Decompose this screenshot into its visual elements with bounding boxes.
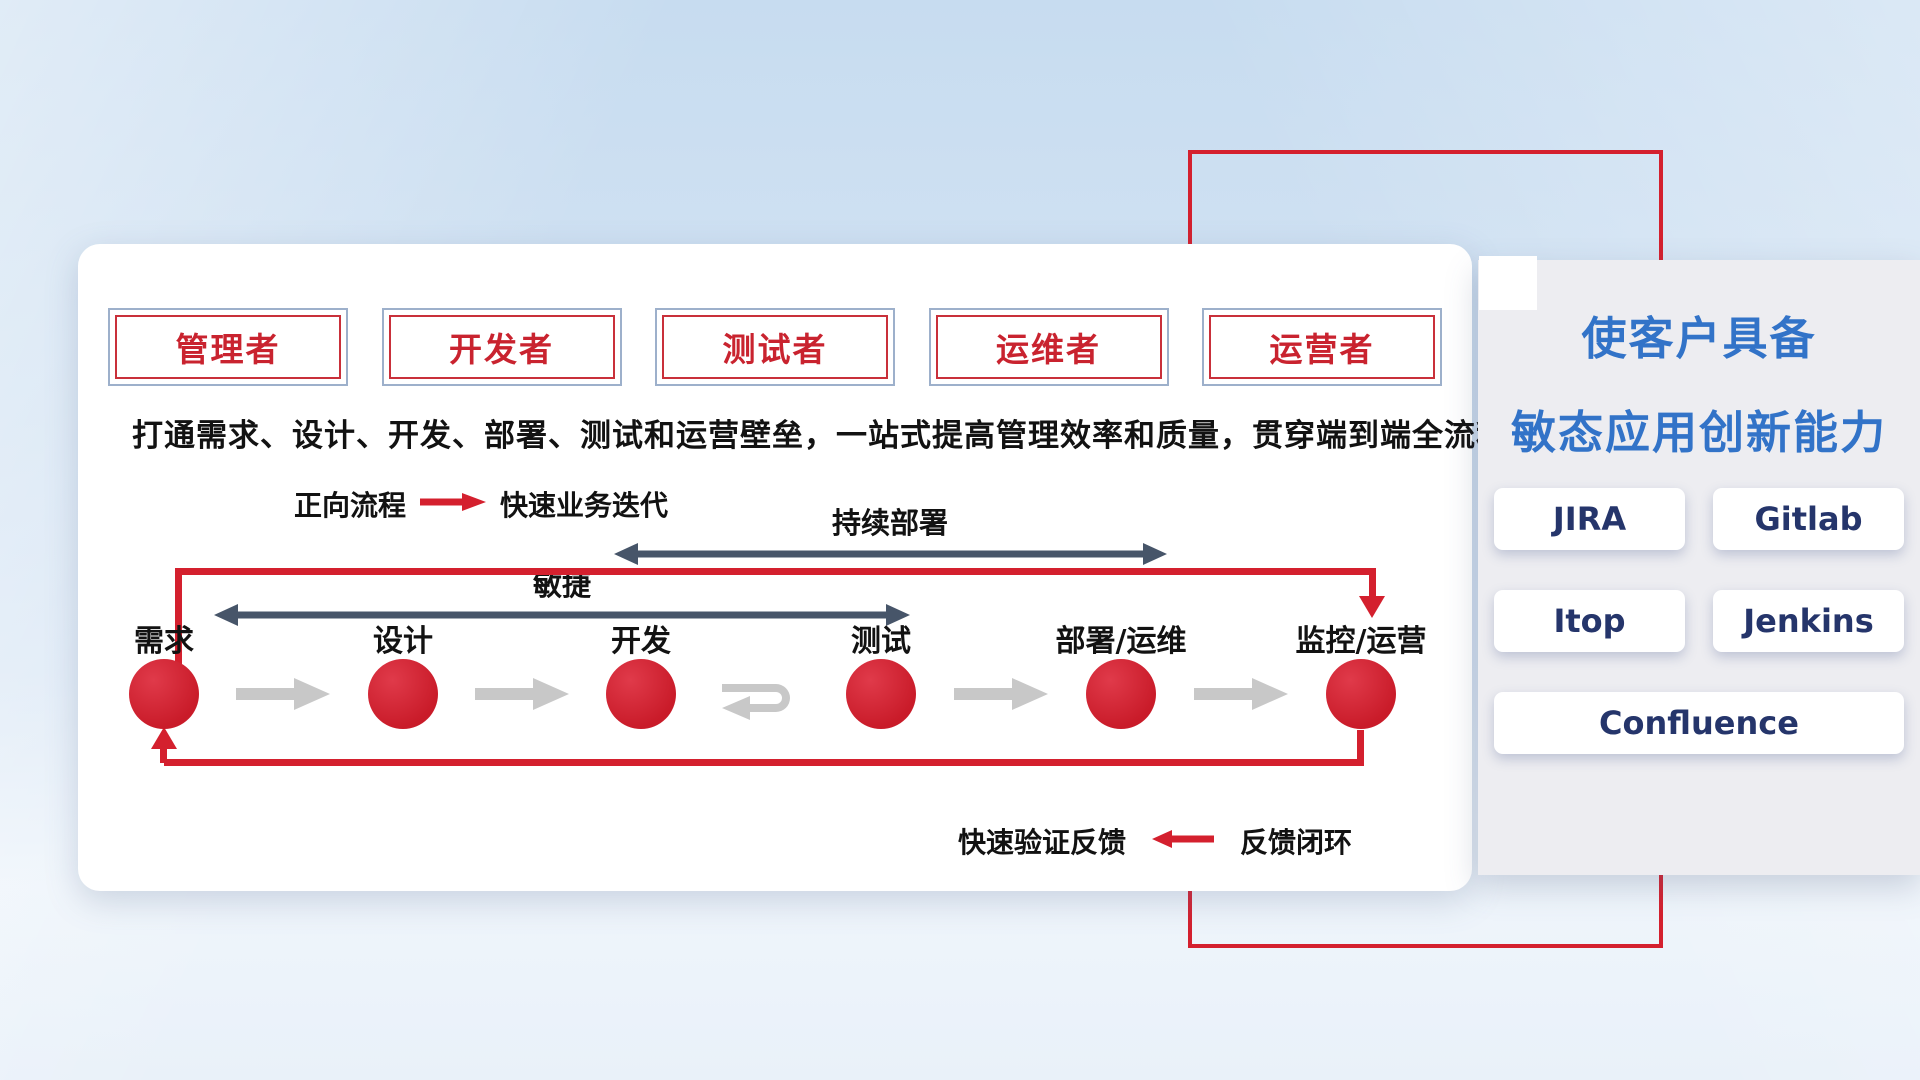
- roles-row: 管理者 开发者 测试者 运维者 运营者: [108, 308, 1442, 386]
- panel-title-line2: 敏态应用创新能力: [1510, 406, 1887, 459]
- agile-range-arrow-icon: [212, 602, 912, 632]
- loop-down-arrowhead-icon: [1359, 596, 1385, 618]
- stage-node-test: [846, 659, 916, 729]
- role-label: 运营者: [1209, 315, 1435, 379]
- loop-up-arrowhead-icon: [151, 727, 177, 749]
- stage-label-monitor-operate: 监控/运营: [1295, 624, 1427, 659]
- stage-node-deploy-ops: [1086, 659, 1156, 729]
- forward-legend-desc: 快速业务迭代: [500, 489, 669, 522]
- forward-arrow-icon: [420, 493, 487, 515]
- card-subtitle: 打通需求、设计、开发、部署、测试和运营壁垒，一站式提高管理效率和质量，贯穿端到端…: [132, 418, 1508, 454]
- role-label: 管理者: [115, 315, 341, 379]
- tool-chip-itop: Itop: [1494, 590, 1685, 652]
- continuous-deploy-range-arrow-icon: [612, 541, 1169, 571]
- forward-legend-label: 正向流程: [294, 489, 407, 522]
- stage-node-monitor-operate: [1326, 659, 1396, 729]
- devops-flow-card: 管理者 开发者 测试者 运维者 运营者 打通需求、设计、开发、部署、测试和运营壁…: [78, 244, 1508, 891]
- decor-square: [1479, 256, 1537, 310]
- panel-title-line1: 使客户具备: [1581, 312, 1817, 365]
- role-box-ops: 运维者: [928, 308, 1169, 386]
- role-box-tester: 测试者: [655, 308, 895, 386]
- iteration-loop-arrow-icon: [716, 668, 806, 728]
- stage-label-requirements: 需求: [134, 624, 194, 659]
- loop-top-line: [175, 568, 1372, 575]
- flow-arrow-icon: [475, 678, 569, 714]
- stage-label-develop: 开发: [611, 624, 671, 659]
- loop-right-rise-line: [1357, 730, 1364, 762]
- feedback-arrow-icon: [1152, 830, 1215, 852]
- role-box-manager: 管理者: [108, 308, 348, 386]
- loop-bottom-line: [164, 759, 1364, 766]
- feedback-legend: 快速验证反馈 反馈闭环: [958, 821, 1352, 861]
- loop-left-rise-line: [160, 747, 167, 763]
- flow-arrow-icon: [1194, 678, 1288, 714]
- flow-arrow-icon: [236, 678, 330, 714]
- role-box-developer: 开发者: [381, 308, 622, 386]
- tool-chip-jenkins: Jenkins: [1713, 590, 1904, 652]
- stage-node-develop: [606, 659, 676, 729]
- role-label: 开发者: [388, 315, 615, 379]
- forward-legend: 正向流程 快速业务迭代: [294, 484, 668, 524]
- tool-chip-confluence: Confluence: [1494, 692, 1904, 754]
- feedback-legend-label: 反馈闭环: [1240, 826, 1353, 859]
- stage-node-requirements: [129, 659, 199, 729]
- loop-right-drop-line: [1369, 568, 1376, 598]
- role-box-operator: 运营者: [1202, 308, 1442, 386]
- tool-chip-jira: JIRA: [1494, 488, 1685, 550]
- stage-label-deploy-ops: 部署/运维: [1055, 624, 1187, 659]
- stage-label-design: 设计: [373, 624, 433, 659]
- loop-left-drop-line: [175, 568, 182, 664]
- role-label: 测试者: [662, 315, 888, 379]
- tool-chip-gitlab: Gitlab: [1713, 488, 1904, 550]
- stage-label-test: 测试: [851, 624, 911, 659]
- flow-arrow-icon: [954, 678, 1048, 714]
- feedback-legend-desc: 快速验证反馈: [958, 826, 1127, 859]
- tool-grid: JIRA Gitlab Itop Jenkins Confluence: [1494, 488, 1904, 754]
- stage-node-design: [368, 659, 438, 729]
- role-label: 运维者: [935, 315, 1162, 379]
- capability-panel: 使客户具备 敏态应用创新能力 JIRA Gitlab Itop Jenkins …: [1478, 260, 1920, 875]
- continuous-deploy-label: 持续部署: [831, 506, 948, 540]
